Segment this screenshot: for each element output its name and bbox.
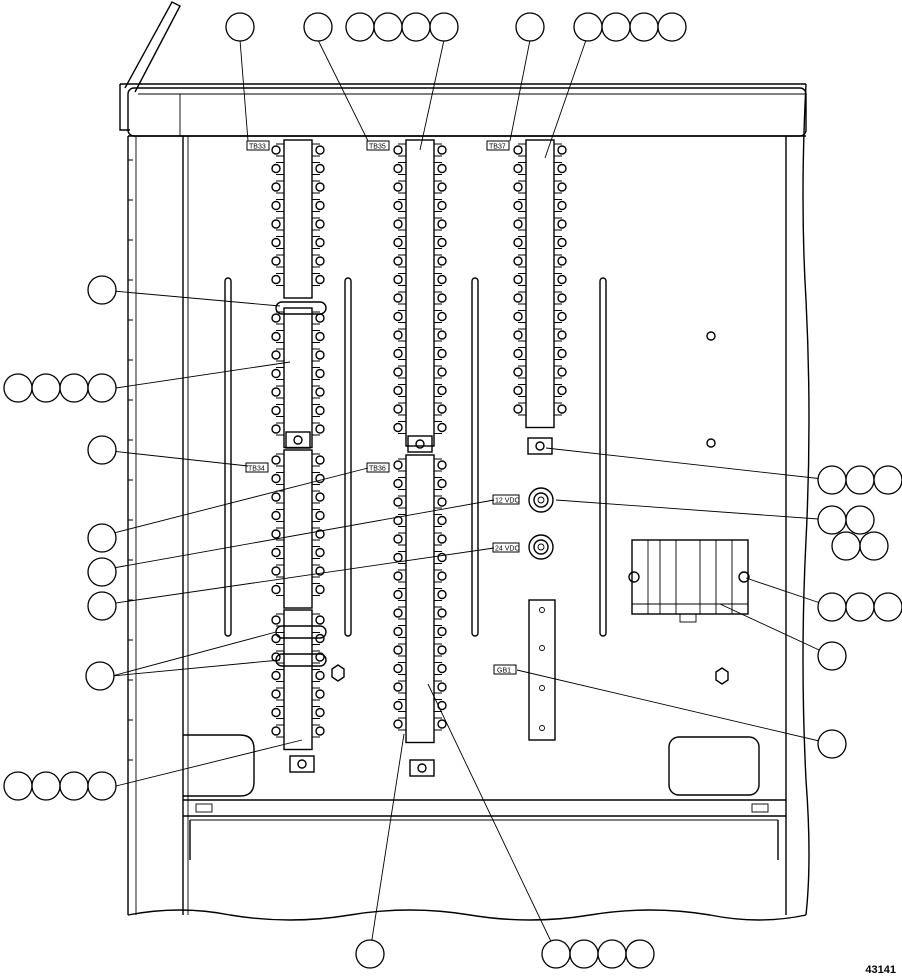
terminal-strip-tb36 xyxy=(393,454,447,744)
mount-tab-tb35 xyxy=(407,435,433,453)
enclosure-frame xyxy=(119,1,810,921)
mounting-rods xyxy=(224,277,607,637)
label-gb1: GB1 xyxy=(497,668,511,675)
terminal-strip-tb33-lower xyxy=(271,307,325,449)
mount-tab-tb36-screw xyxy=(417,763,427,773)
mount-tab-tb36 xyxy=(409,759,435,777)
label-tb34: TB34 xyxy=(248,466,265,473)
mount-tab-tb37-screw xyxy=(535,441,545,451)
label-24vdc: 24 VDC xyxy=(495,546,520,553)
callout-balloons xyxy=(3,12,902,969)
relay-block xyxy=(628,539,750,623)
leader-lines xyxy=(101,39,833,953)
stud-24vdc xyxy=(528,534,554,560)
mount-tab-tb37 xyxy=(527,437,553,455)
figure-number: 43141 xyxy=(865,964,896,976)
label-12vdc: 12 VDC xyxy=(495,498,520,505)
stud-12vdc xyxy=(528,487,554,513)
hex-nuts xyxy=(331,331,729,685)
terminal-strip-tb34 xyxy=(271,449,325,609)
terminal-strip-tb37 xyxy=(513,139,567,429)
mount-tab-tb34 xyxy=(289,755,315,773)
mount-tab-tb35-screw xyxy=(415,439,425,449)
terminal-strip-tb33 xyxy=(271,139,325,299)
mount-tab-tb34-screw xyxy=(297,759,307,769)
terminal-strip-tb34-lower xyxy=(271,609,325,751)
label-tb37: TB37 xyxy=(489,144,506,151)
mount-tab-tb33 xyxy=(285,431,311,449)
power-studs xyxy=(528,487,554,560)
label-tb35: TB35 xyxy=(369,144,386,151)
mount-tab-tb33-screw xyxy=(293,435,303,445)
component-labels: TB33 TB35 TB37 TB34 TB36 12 VDC 24 VDC G… xyxy=(245,140,520,675)
label-tb33: TB33 xyxy=(249,144,266,151)
terminal-strips xyxy=(271,139,567,777)
label-tb36: TB36 xyxy=(369,466,386,473)
terminal-strip-tb35 xyxy=(393,139,447,447)
ground-bar xyxy=(528,599,556,741)
